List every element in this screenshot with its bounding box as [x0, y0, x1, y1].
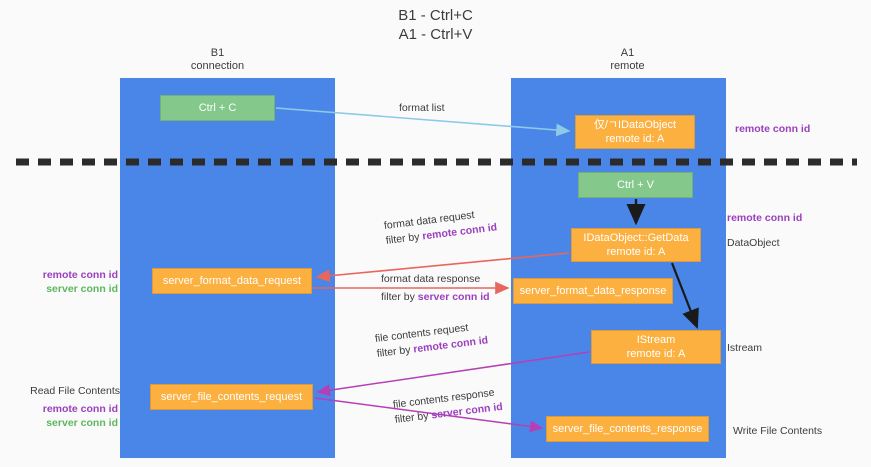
node-server-file-contents-request[interactable]: server_file_contents_request [150, 384, 313, 410]
node-istream-line2: remote id: A [626, 348, 686, 360]
column-header-a1-name: A1 [620, 47, 635, 59]
legend-conn-ids-bottom: remote conn id server conn id [22, 402, 118, 430]
node-getdata[interactable]: IDataObject::GetData remote id: A [571, 228, 701, 262]
arrow-label-format-data-response: format data response filter by server co… [381, 272, 490, 305]
side-label-istream: Istream [727, 342, 763, 354]
title-line-1: B1 - Ctrl+C [398, 7, 473, 24]
node-server-file-contents-response[interactable]: server_file_contents_response [546, 416, 709, 442]
node-istream[interactable]: IStream remote id: A [591, 330, 721, 364]
node-ctrl-c[interactable]: Ctrl + C [160, 95, 275, 121]
column-header-a1-sub: remote [610, 60, 645, 72]
title-line-2: A1 - Ctrl+V [398, 26, 473, 43]
node-ctrl-v-label: Ctrl + V [617, 179, 654, 191]
node-ctrl-v[interactable]: Ctrl + V [578, 172, 693, 198]
filter-prefix: filter by [376, 343, 415, 360]
legend-remote-conn-id: remote conn id [42, 269, 118, 281]
arrow-label-file-contents-request: file contents request filter by remote c… [374, 318, 489, 361]
column-header-a1: A1 remote [555, 47, 700, 73]
arrow-label-file-contents-response: file contents response filter by server … [392, 385, 503, 428]
filter-prefix: filter by [385, 230, 424, 247]
legend-remote-conn-id: remote conn id [42, 403, 118, 415]
filter-prefix: filter by [394, 409, 433, 426]
node-server-file-contents-response-label: server_file_contents_response [552, 423, 703, 435]
node-getdata-line2: remote id: A [606, 246, 666, 258]
legend-server-conn-id: server conn id [46, 283, 118, 295]
side-label-read-file-contents: Read File Contents [30, 385, 120, 397]
diagram-title: B1 - Ctrl+C A1 - Ctrl+V [0, 6, 871, 44]
arrow-label-format-data-response-text: format data response [381, 273, 481, 285]
side-label-remote-conn-id-top: remote conn id [735, 123, 811, 135]
arrow-label-format-data-response-filter: filter by server conn id [381, 290, 490, 305]
side-label-write-file-contents: Write File Contents [733, 425, 823, 437]
filter-key-server-conn-id: server conn id [417, 291, 490, 303]
node-data-object-line2: remote id: A [605, 133, 665, 145]
arrow-label-format-list: format list [399, 101, 445, 116]
filter-prefix: filter by [381, 291, 418, 303]
node-data-object[interactable]: 仅/ㄱIDataObject remote id: A [575, 115, 695, 149]
node-server-format-data-response-label: server_format_data_response [519, 285, 667, 297]
node-getdata-line1: IDataObject::GetData [583, 232, 689, 244]
node-server-format-data-request[interactable]: server_format_data_request [152, 268, 312, 294]
side-label-remote-conn-id-mid: remote conn id [727, 212, 803, 224]
node-ctrl-c-label: Ctrl + C [198, 102, 237, 114]
side-label-data-object: DataObject [727, 237, 780, 249]
column-header-b1: B1 connection [155, 47, 280, 73]
node-server-format-data-request-label: server_format_data_request [162, 275, 302, 287]
column-header-b1-sub: connection [190, 60, 245, 72]
node-server-format-data-response[interactable]: server_format_data_response [513, 278, 673, 304]
arrow-label-format-data-request: format data request filter by remote con… [383, 205, 498, 248]
node-server-file-contents-request-label: server_file_contents_request [160, 391, 303, 403]
node-data-object-line1: 仅/ㄱIDataObject [593, 119, 677, 131]
column-header-b1-name: B1 [210, 47, 225, 59]
node-istream-line1: IStream [636, 334, 676, 346]
arrow-label-format-list-text: format list [399, 102, 445, 114]
legend-server-conn-id: server conn id [46, 417, 118, 429]
legend-conn-ids-top: remote conn id server conn id [22, 268, 118, 296]
